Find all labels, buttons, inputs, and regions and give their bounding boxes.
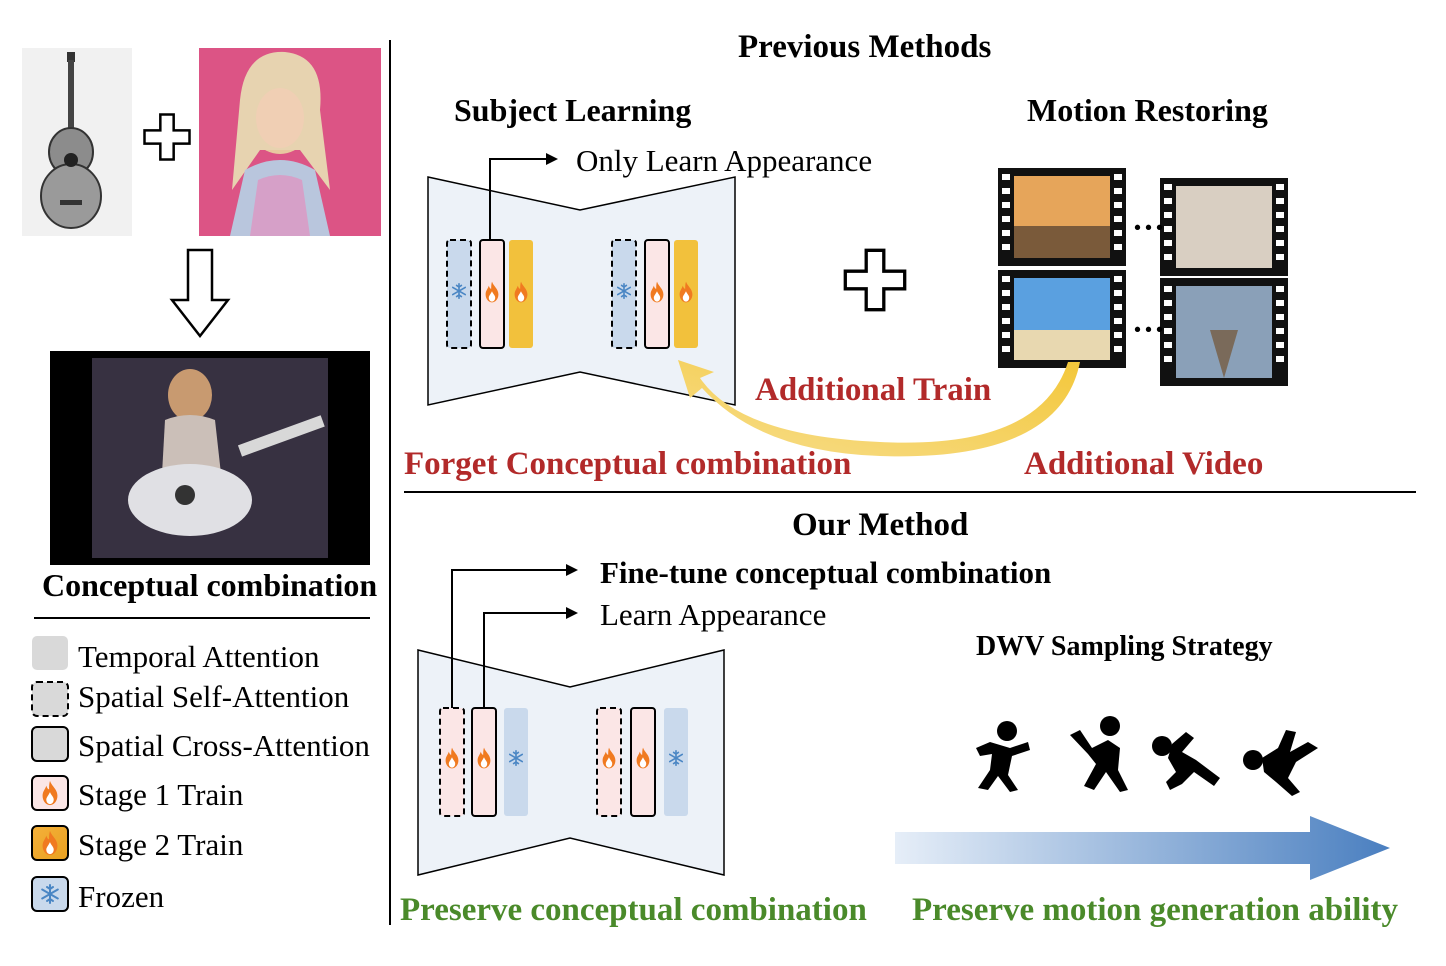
singer-image — [199, 48, 381, 236]
learn-label: Learn Appearance — [600, 597, 827, 632]
legend-label-cross: Spatial Cross-Attention — [78, 728, 370, 763]
preserve-motion-label: Preserve motion generation ability — [912, 892, 1399, 928]
only-learn-label: Only Learn Appearance — [576, 143, 873, 178]
finetune-arrow — [451, 569, 566, 708]
preserve-concept-label: Preserve conceptual combination — [400, 892, 867, 928]
our-method-title: Our Method — [792, 507, 969, 543]
prev-network — [427, 176, 736, 406]
forget-label: Forget Conceptual combination — [404, 446, 852, 482]
learn-arrow — [483, 612, 566, 708]
subject-learning-label: Subject Learning — [454, 92, 692, 128]
legend-swatch-temporal — [32, 636, 68, 670]
running-figure-icon — [976, 721, 1030, 792]
legend-label-stage1: Stage 1 Train — [78, 777, 244, 812]
plus-icon — [843, 248, 907, 312]
additional-video-label: Additional Video — [1024, 446, 1264, 482]
ellipsis-top: ··· — [1132, 210, 1166, 246]
finetune-label: Fine-tune conceptual combination — [600, 555, 1052, 590]
sampling-arrow — [895, 816, 1390, 880]
additional-train-label: Additional Train — [755, 372, 992, 408]
running-figure-icon — [1070, 716, 1128, 792]
guitar-image — [22, 48, 132, 236]
legend-label-frozen: Frozen — [78, 879, 165, 914]
video-frames — [998, 168, 1288, 386]
down-arrow-icon — [169, 248, 231, 339]
only-learn-arrow — [489, 158, 548, 240]
dwv-label: DWV Sampling Strategy — [976, 631, 1273, 662]
legend-swatch-cross — [31, 726, 69, 762]
running-figure-icon — [1152, 732, 1220, 790]
legend-label-stage2: Stage 2 Train — [78, 827, 244, 862]
legend-label-temporal: Temporal Attention — [78, 639, 320, 674]
ellipsis-bottom: ··· — [1132, 312, 1166, 348]
motion-restoring-label: Motion Restoring — [1027, 92, 1268, 128]
legend-label-self: Spatial Self-Attention — [78, 679, 350, 714]
previous-title: Previous Methods — [738, 29, 992, 65]
our-network — [417, 649, 725, 876]
legend-swatch-self — [31, 681, 69, 717]
plus-icon — [143, 113, 191, 161]
running-figure-icon — [1243, 730, 1318, 796]
film-frame — [50, 351, 370, 565]
combination-caption: Conceptual combination — [42, 567, 378, 603]
additional-train-arrow — [678, 360, 1080, 457]
